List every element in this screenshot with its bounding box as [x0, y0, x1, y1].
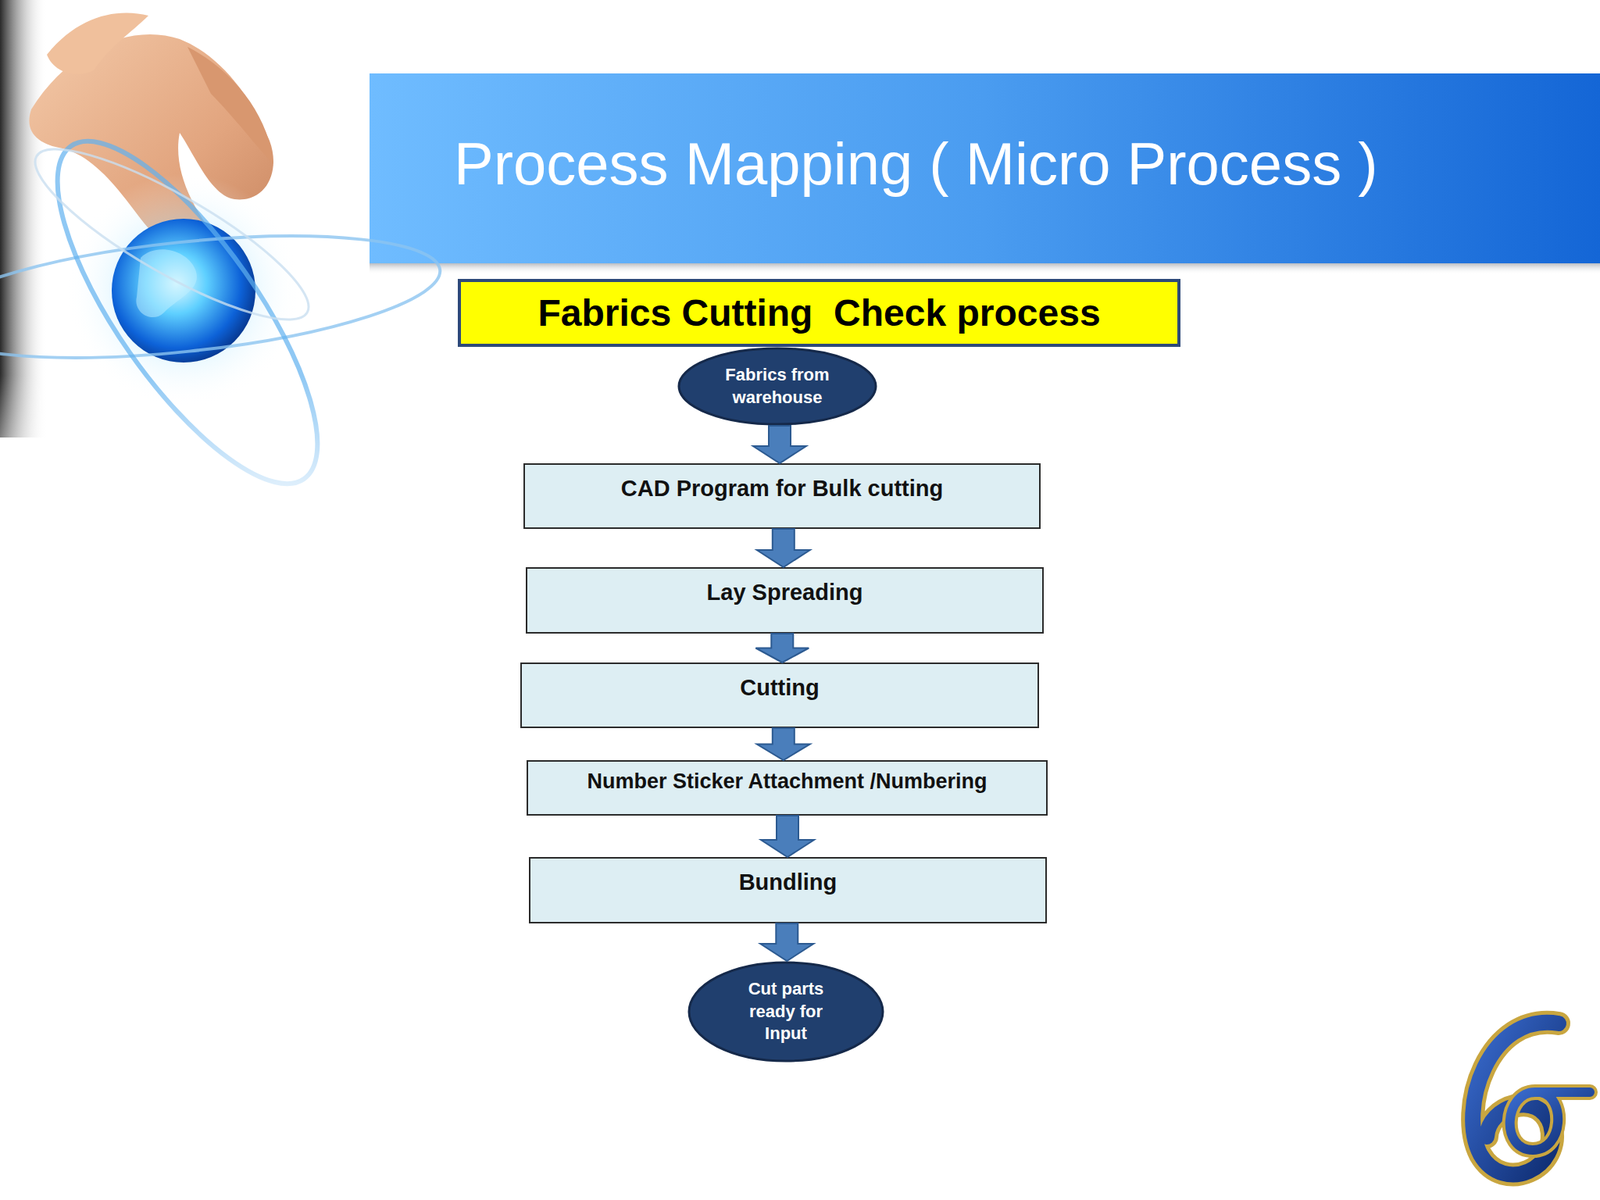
- dark-edge: [0, 0, 47, 438]
- node-text: Cutting: [521, 675, 1038, 701]
- process-box: Cutting: [520, 662, 1040, 729]
- ellipse-shape: [678, 348, 876, 425]
- ellipse-outline: [677, 346, 878, 426]
- process-box: CAD Program for Bulk cutting: [523, 463, 1041, 529]
- process-box: Number Sticker Attachment /Numbering: [526, 760, 1048, 816]
- globe: [111, 218, 256, 363]
- globe-land: [135, 249, 197, 318]
- node-text: Number Sticker Attachment /Numbering: [528, 769, 1047, 794]
- arrow-shape: [757, 528, 811, 568]
- hand-finger: [46, 13, 149, 75]
- arrow-shape: [757, 728, 811, 761]
- block-arrow: [757, 728, 811, 761]
- banner-shadow: [369, 263, 1600, 275]
- terminal-ellipse: Fabrics from warehouse: [677, 346, 878, 426]
- hand-finger: [187, 46, 274, 165]
- process-box: Bundling: [528, 857, 1047, 924]
- logo-sigma: [1510, 1092, 1590, 1150]
- arrow-shape: [753, 425, 807, 464]
- fade: [0, 375, 375, 532]
- block-arrow: [753, 425, 807, 464]
- block-arrow: [757, 528, 811, 568]
- title-banner: [369, 73, 1600, 264]
- globe-glow: [66, 173, 301, 408]
- node-text: Fabrics Cutting Check process: [537, 291, 1100, 335]
- node-text: Lay Spreading: [527, 579, 1043, 606]
- logo-outline: [1510, 1092, 1590, 1150]
- slide-title: Process Mapping ( Micro Process ): [453, 129, 1379, 198]
- node-text: Cut parts ready for Input: [739, 978, 833, 1046]
- arrow-shape: [755, 633, 809, 663]
- terminal-ellipse: Cut parts ready for Input: [687, 960, 885, 1063]
- node-text: Fabrics from warehouse: [714, 364, 840, 409]
- orbit-ring: [17, 122, 327, 347]
- heading-box: Fabrics Cutting Check process: [457, 278, 1181, 347]
- ellipse-shape: [689, 962, 883, 1061]
- block-arrow: [755, 633, 809, 663]
- arrow-shape: [760, 815, 815, 858]
- block-arrow: [760, 815, 815, 858]
- process-box: Lay Spreading: [525, 567, 1044, 634]
- node-text: CAD Program for Bulk cutting: [525, 475, 1040, 502]
- block-arrow: [760, 923, 814, 961]
- node-text: Bundling: [530, 869, 1046, 896]
- arrow-shape: [760, 923, 814, 961]
